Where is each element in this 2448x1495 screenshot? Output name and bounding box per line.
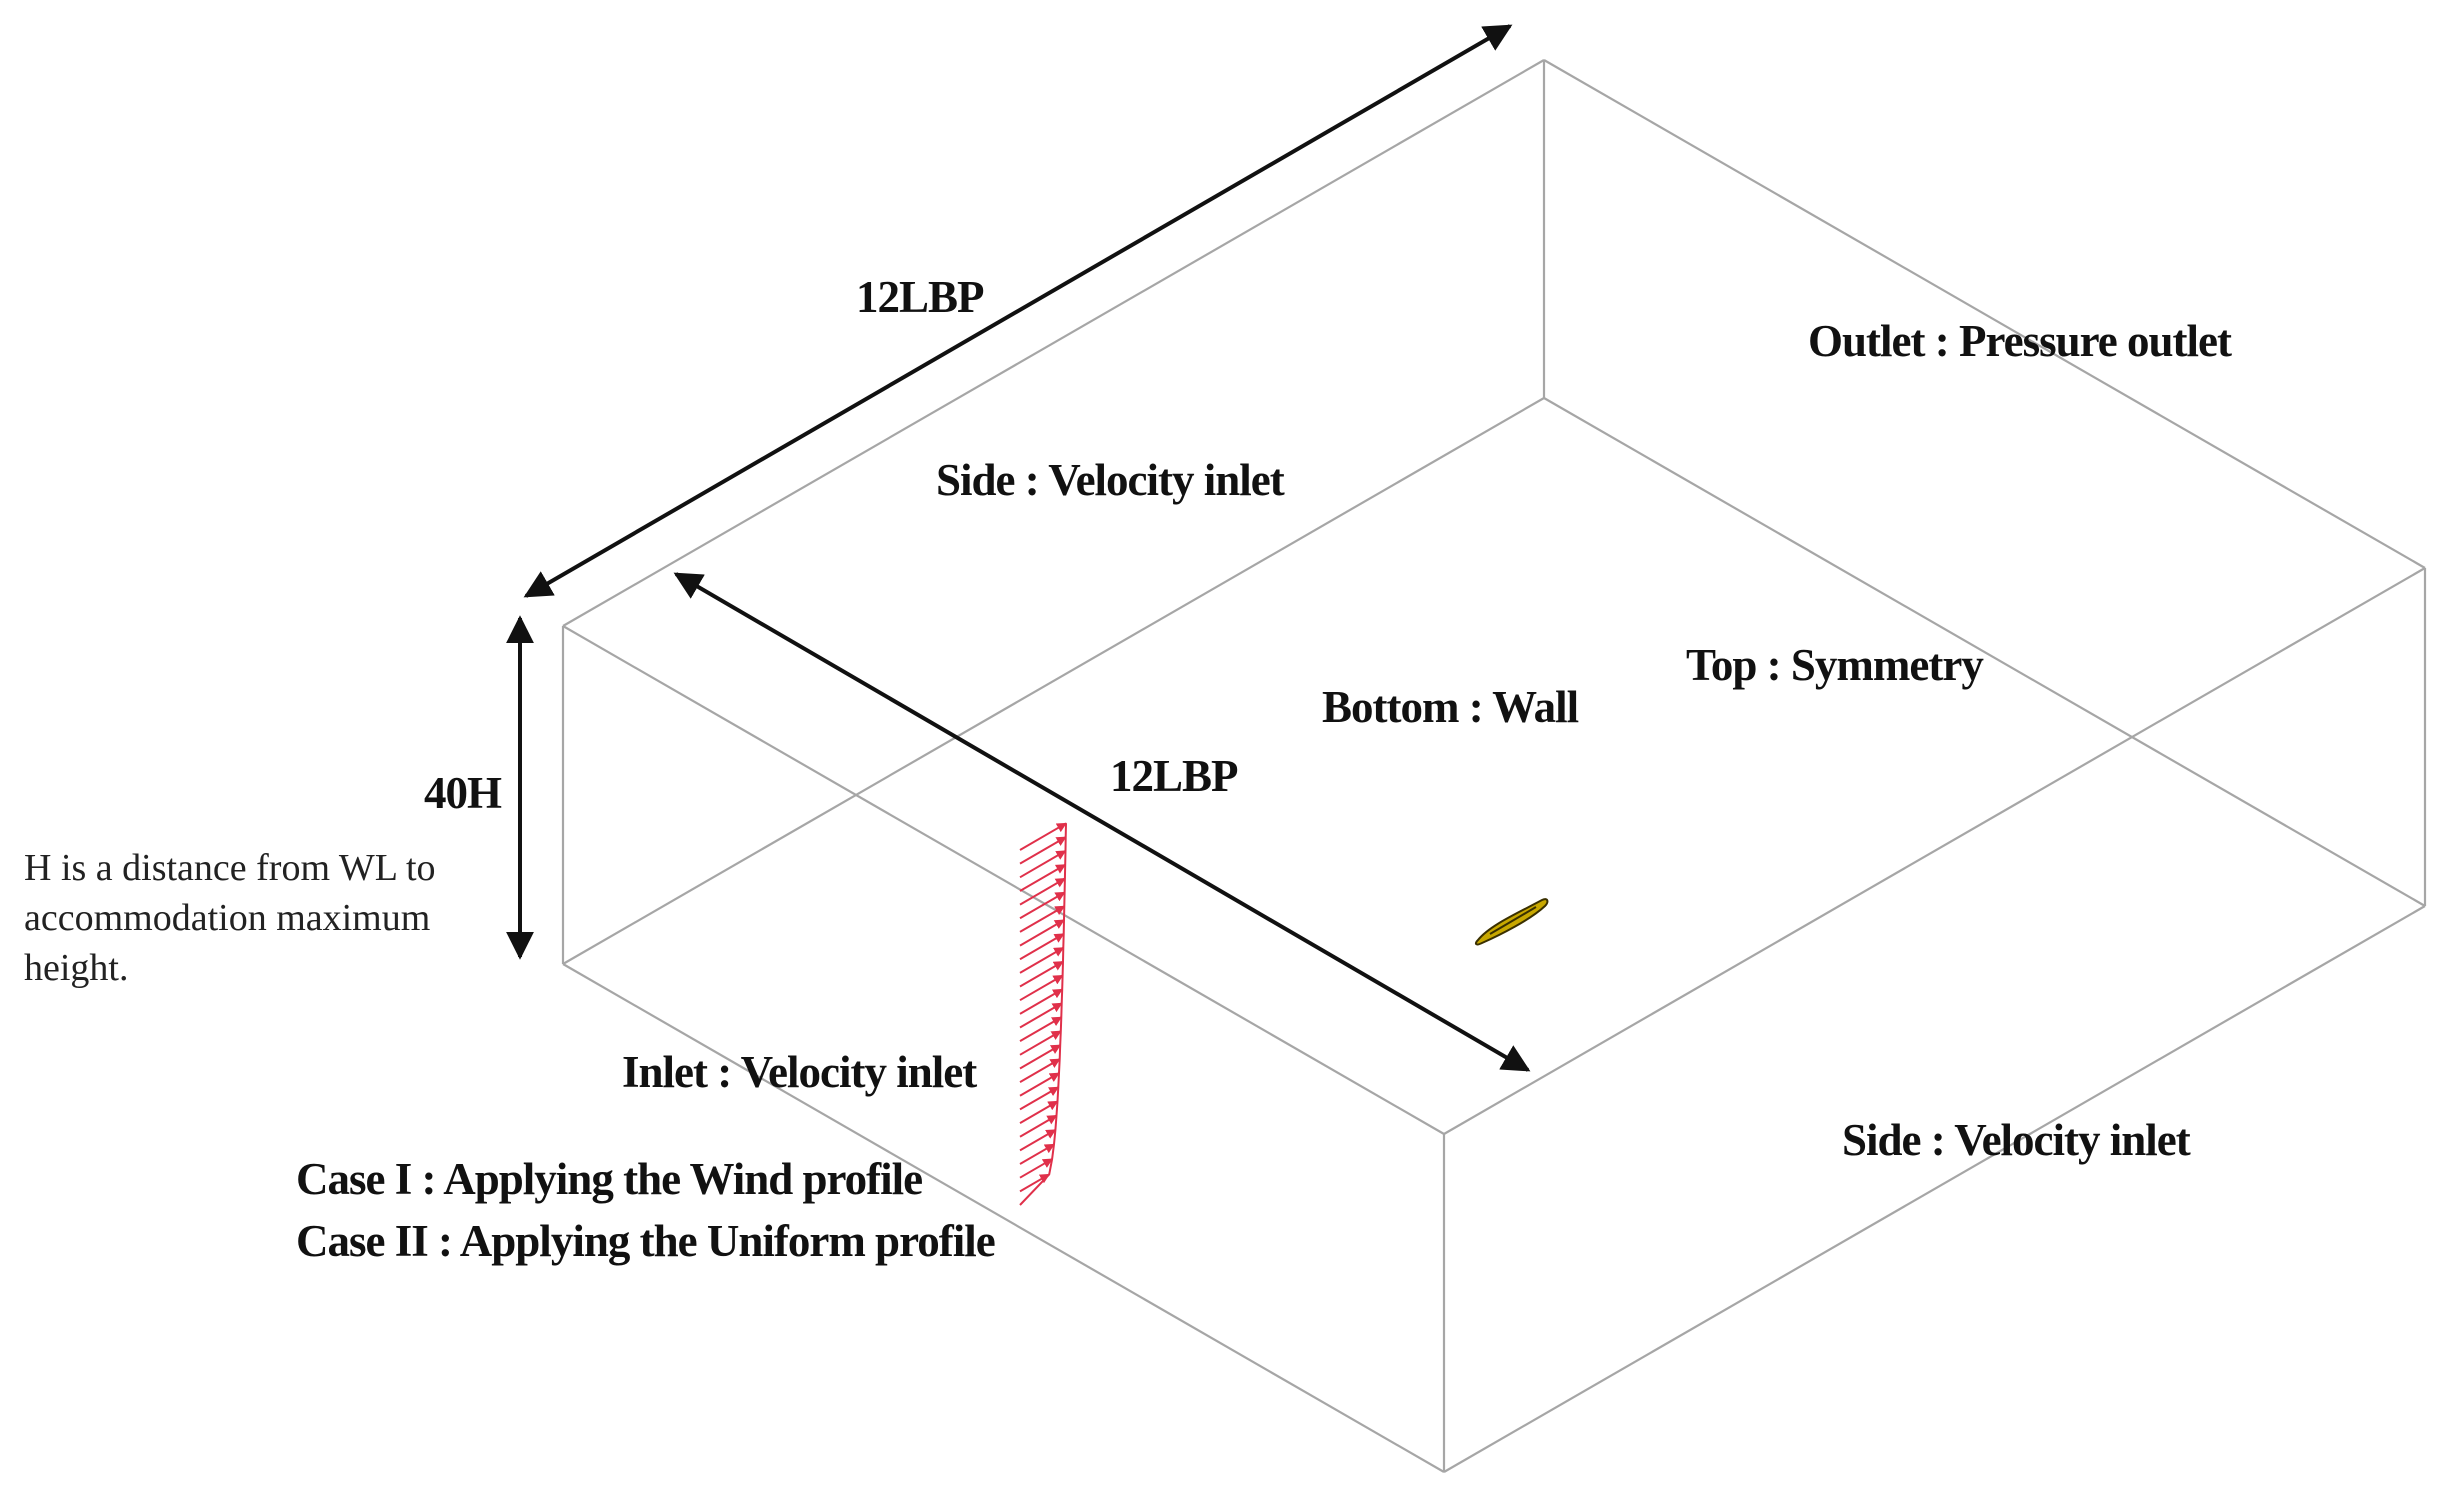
outlet-label: Outlet : Pressure outlet	[1808, 316, 2232, 366]
wind-profile-vector	[1019, 1058, 1061, 1083]
top-label: Top : Symmetry	[1686, 640, 1984, 690]
wind-profile-vector	[1019, 933, 1065, 961]
wind-profile-vector	[1019, 1128, 1057, 1152]
wind-profile-vector	[1019, 1086, 1060, 1111]
wind-profile-vector	[1019, 960, 1064, 988]
box-edge-top-left	[562, 59, 1545, 627]
length-diag-dimension-arrow	[673, 572, 1531, 1072]
wind-profile-vector	[1019, 946, 1065, 974]
case1-label: Case I : Applying the Wind profile	[296, 1154, 922, 1204]
wind-profile-vector	[1019, 1044, 1062, 1070]
height-label: 40H	[424, 768, 502, 818]
side-front-label: Side : Velocity inlet	[1842, 1115, 2191, 1165]
length-top-dimension-arrow	[523, 24, 1513, 598]
wind-profile-vector	[1019, 1114, 1058, 1138]
height-note-line3: height.	[24, 947, 128, 989]
height-note-line2: accommodation maximum	[24, 897, 430, 939]
length-diag-label: 12LBP	[1110, 751, 1238, 801]
wind-profile-vector	[1019, 1173, 1051, 1193]
box-edge-bottom-back	[1543, 397, 2426, 907]
wind-profile-vector	[1019, 891, 1066, 920]
box-edge-top-back	[1543, 59, 2426, 569]
wind-profile-vector	[1019, 877, 1066, 906]
wind-profile-vector	[1019, 1143, 1055, 1165]
wind-profile-vector	[1019, 1100, 1059, 1124]
height-note-line1: H is a distance from WL to	[24, 847, 436, 889]
wind-profile-vector	[1019, 919, 1065, 947]
wind-profile-vector	[1019, 974, 1064, 1002]
ship-model	[1474, 898, 1549, 946]
wind-profile-vector	[1019, 905, 1066, 933]
side-back-label: Side : Velocity inlet	[936, 455, 1285, 505]
wind-profile-vector	[1019, 822, 1067, 851]
wind-profile-envelope	[1019, 823, 1067, 1206]
wind-profile-vector	[1019, 1030, 1062, 1056]
case2-label: Case II : Applying the Uniform profile	[296, 1216, 995, 1266]
box-edge-bottom-right	[1443, 905, 2426, 1473]
wind-profile-vector	[1019, 836, 1067, 865]
wind-profile-vector	[1019, 988, 1064, 1015]
wind-profile-vector	[1019, 850, 1067, 879]
bottom-label: Bottom : Wall	[1322, 682, 1579, 732]
wind-profile-vector	[1019, 1016, 1063, 1043]
wind-profile-vector	[1019, 1158, 1053, 1179]
wind-profile-vectors	[1019, 822, 1067, 1206]
inlet-label: Inlet : Velocity inlet	[622, 1047, 977, 1097]
wind-profile-vector	[1019, 1072, 1060, 1097]
wind-profile-vector	[1019, 863, 1067, 892]
box-edge-top-right	[1443, 567, 2426, 1135]
wind-profile-vector	[1019, 1002, 1063, 1029]
length-top-label: 12LBP	[856, 272, 984, 322]
